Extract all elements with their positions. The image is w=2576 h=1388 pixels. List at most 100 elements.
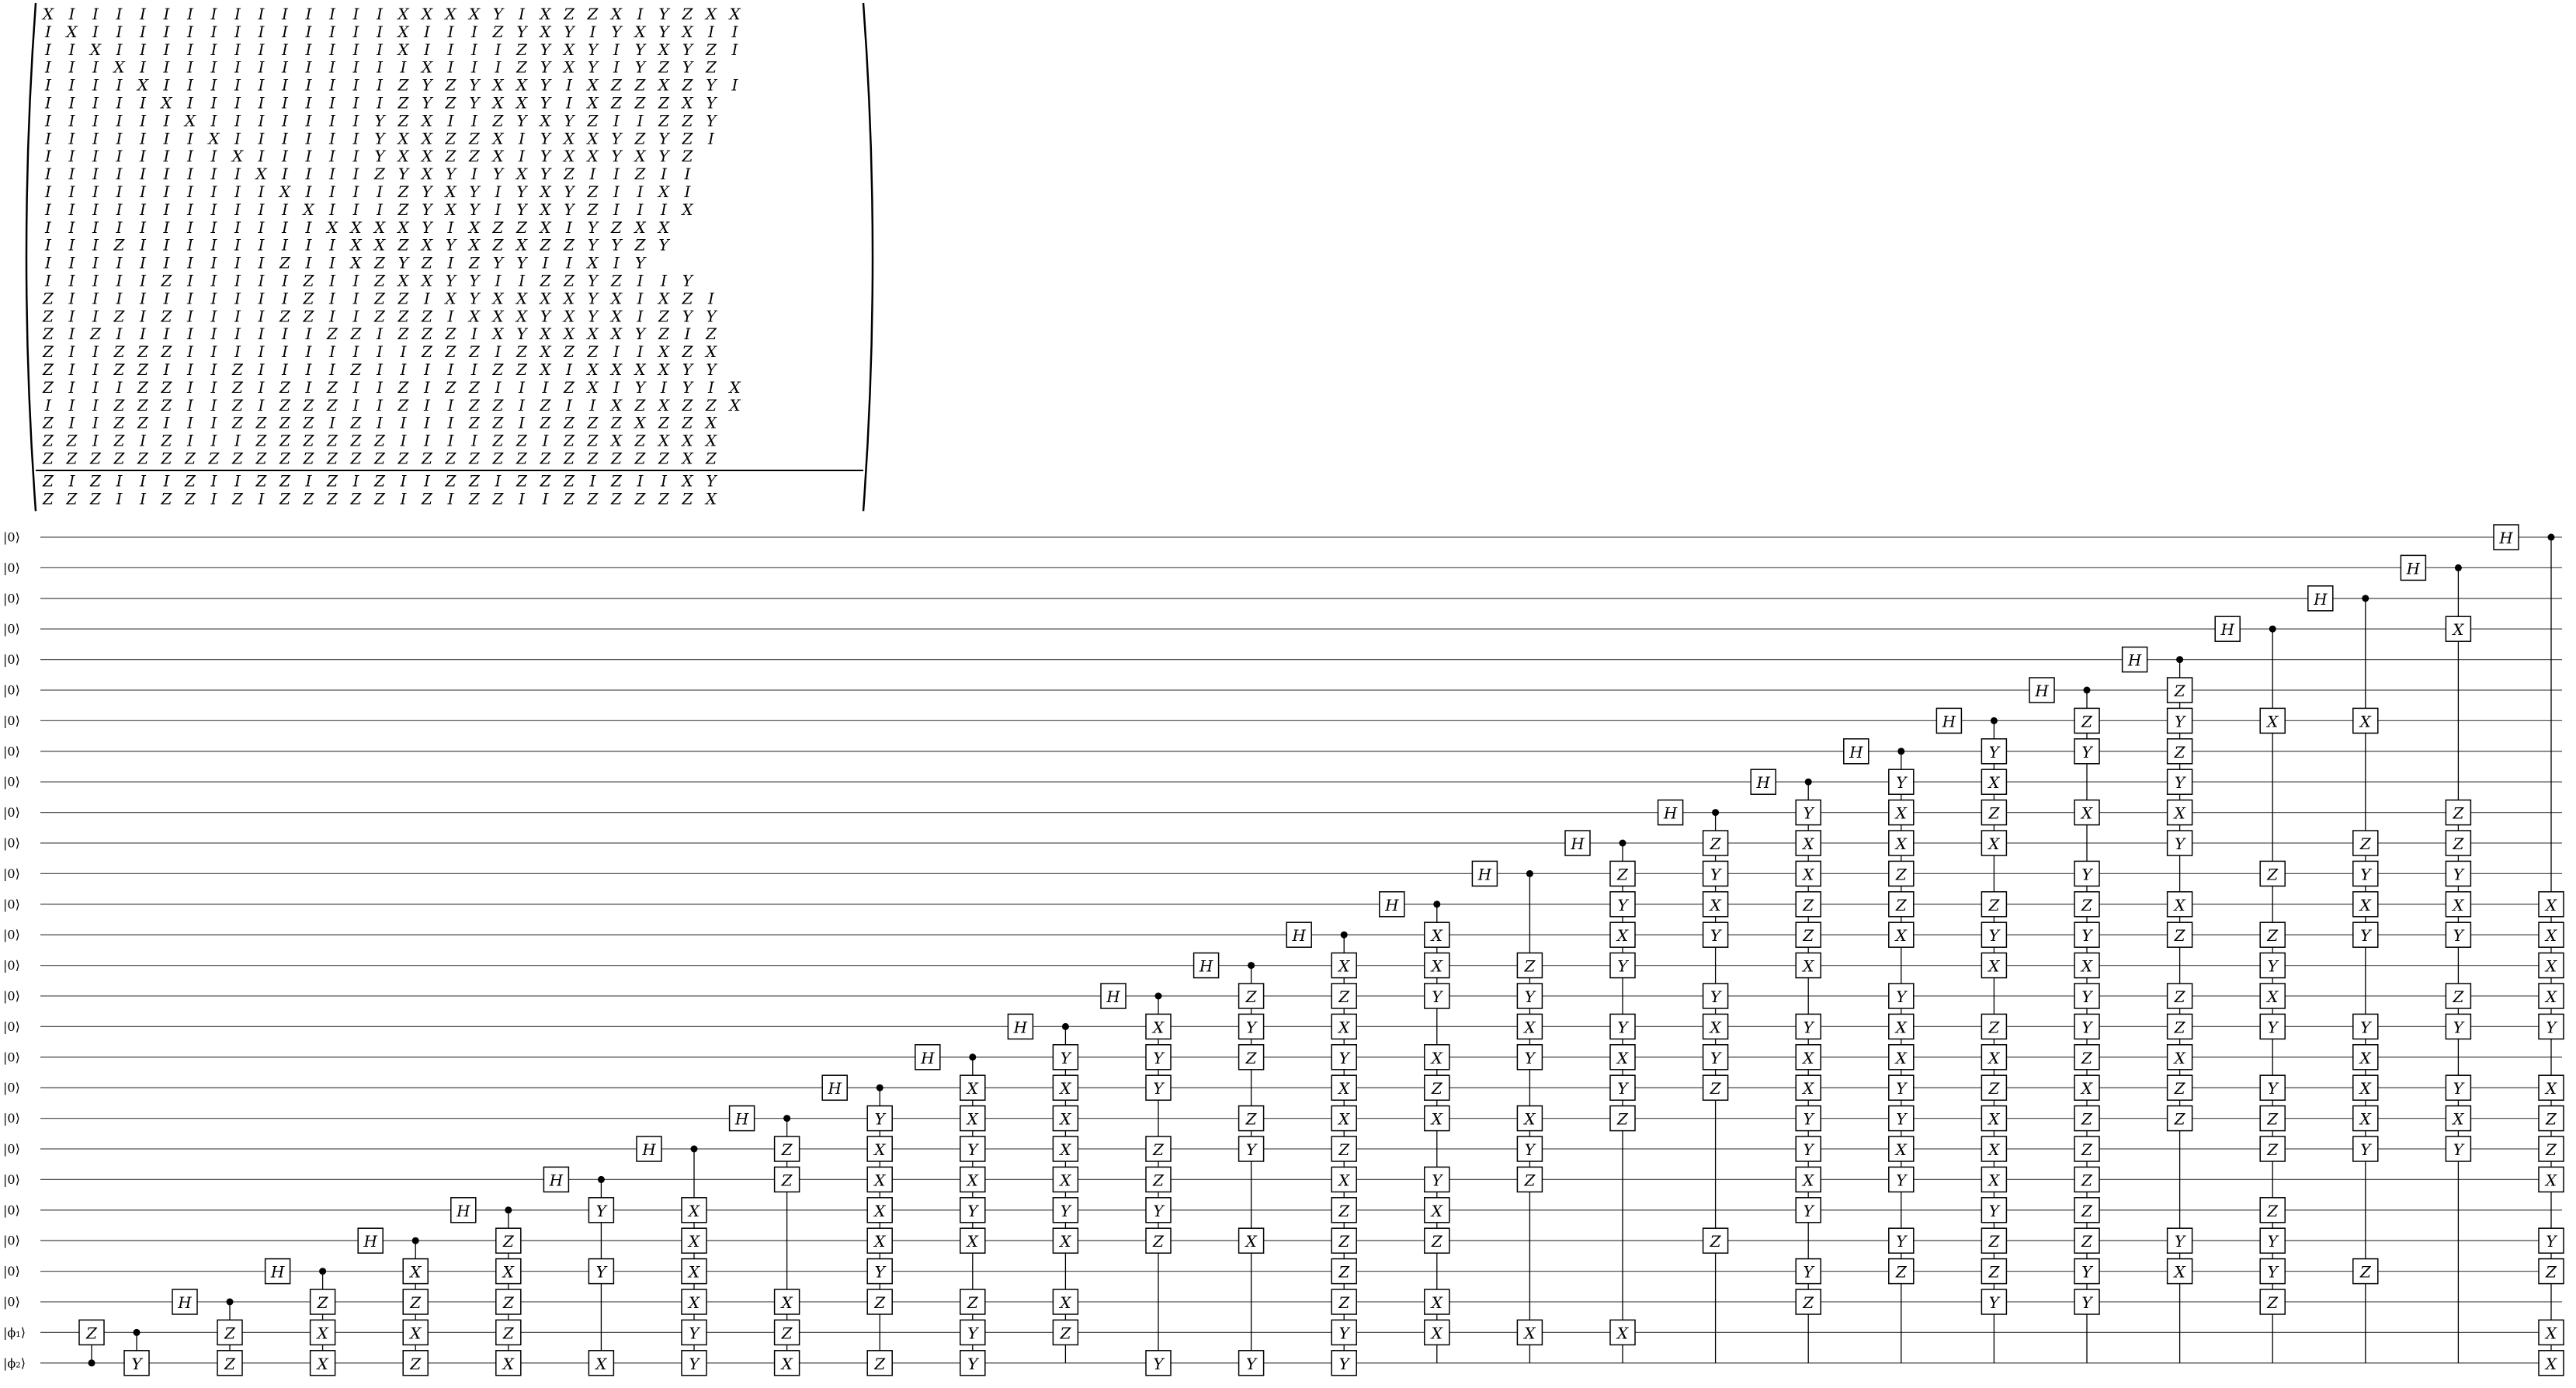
svg-text:Y: Y — [875, 1263, 887, 1282]
svg-text:X: X — [1987, 1140, 2000, 1159]
matrix-entry: I — [234, 218, 241, 237]
svg-text:Z: Z — [2359, 1263, 2372, 1282]
matrix-entry: X — [657, 342, 670, 361]
matrix-entry: I — [281, 40, 289, 59]
matrix-entry: Z — [161, 272, 173, 290]
matrix-entry: Z — [137, 360, 149, 379]
matrix-entry: I — [352, 200, 360, 219]
matrix-entry: Z — [563, 236, 575, 255]
pauli-gate: Y — [960, 1350, 986, 1376]
pauli-gate: X — [309, 1350, 336, 1376]
pauli-gate: Y — [2445, 1013, 2472, 1040]
svg-text:X: X — [1337, 1018, 1350, 1036]
svg-text:Z: Z — [1895, 865, 1908, 883]
matrix-entry: I — [186, 218, 194, 237]
matrix-entry: I — [660, 471, 668, 490]
matrix-entry: I — [565, 360, 573, 379]
svg-text:Z: Z — [2266, 1202, 2279, 1220]
matrix-entry: Z — [468, 414, 481, 432]
pauli-gate: X — [402, 1258, 429, 1285]
matrix-entry: Z — [137, 449, 149, 468]
pauli-gate: Z — [1424, 1227, 1450, 1254]
matrix-entry: Y — [398, 165, 410, 183]
matrix-entry: Z — [89, 324, 102, 343]
svg-text:Y: Y — [1710, 926, 1722, 945]
matrix-entry: X — [515, 94, 528, 113]
pauli-gate: Y — [681, 1350, 707, 1376]
svg-text:Z: Z — [781, 1140, 793, 1159]
matrix-entry: I — [234, 289, 241, 307]
matrix-entry: I — [234, 200, 241, 219]
matrix-entry: I — [44, 396, 52, 415]
matrix-entry: Z — [89, 489, 102, 508]
matrix-entry: Z — [303, 432, 315, 450]
matrix-entry: I — [258, 236, 266, 255]
matrix-entry: Z — [326, 432, 338, 450]
matrix-entry: I — [542, 432, 550, 450]
hadamard-gate: H — [450, 1197, 477, 1223]
svg-text:Y: Y — [1339, 1049, 1351, 1067]
svg-text:Z: Z — [2174, 1110, 2186, 1129]
pauli-gate: X — [1424, 1197, 1450, 1223]
matrix-entry: Y — [516, 23, 528, 41]
matrix-entry: Z — [161, 489, 173, 508]
matrix-entry: I — [305, 218, 313, 237]
svg-text:X: X — [1987, 957, 2000, 976]
svg-text:X: X — [1058, 1293, 1071, 1312]
svg-text:X: X — [1058, 1171, 1071, 1189]
svg-text:X: X — [2265, 987, 2279, 1006]
pauli-gate: Z — [2259, 1105, 2286, 1132]
pauli-gate: X — [2538, 983, 2564, 1009]
wire-ket-label: |0⟩ — [3, 866, 20, 881]
matrix-entry: I — [328, 414, 336, 432]
svg-text:X: X — [1430, 926, 1443, 945]
matrix-entry: X — [491, 147, 504, 165]
wire-ket-label: |0⟩ — [3, 622, 20, 637]
matrix-entry: X — [420, 129, 433, 147]
pauli-gate: X — [1888, 799, 1915, 826]
pauli-gate: X — [960, 1227, 986, 1254]
pauli-gate: X — [1424, 952, 1450, 979]
svg-text:Y: Y — [2081, 743, 2093, 762]
matrix-entry: I — [352, 94, 360, 113]
matrix-entry: Z — [303, 489, 315, 508]
hadamard-gate: H — [1379, 891, 1405, 918]
pauli-gate: Z — [2074, 707, 2100, 734]
svg-text:Z: Z — [1338, 1293, 1350, 1312]
svg-text:Z: Z — [2452, 804, 2464, 823]
pauli-gate: Z — [1331, 983, 1357, 1009]
pauli-gate: X — [1702, 1013, 1729, 1040]
matrix-entry: I — [423, 360, 431, 379]
matrix-entry: X — [538, 182, 551, 201]
svg-text:Y: Y — [967, 1324, 979, 1342]
matrix-entry: I — [565, 218, 573, 237]
pauli-gate: X — [2538, 1350, 2564, 1376]
matrix-entry: Z — [137, 396, 149, 415]
pauli-gate: X — [2352, 891, 2379, 918]
matrix-entry: I — [44, 218, 52, 237]
svg-text:Y: Y — [1989, 743, 2001, 762]
matrix-entry: X — [183, 111, 196, 130]
matrix-entry: I — [186, 396, 194, 415]
matrix-entry: Z — [492, 396, 505, 415]
svg-text:Z: Z — [873, 1355, 886, 1373]
matrix-entry: I — [328, 342, 336, 361]
matrix-entry: I — [281, 23, 289, 41]
svg-text:X: X — [408, 1263, 422, 1282]
matrix-entry: I — [139, 236, 147, 255]
wire-ket-label: |0⟩ — [3, 775, 20, 789]
matrix-entry: I — [139, 289, 147, 307]
svg-text:Z: Z — [2266, 1293, 2279, 1312]
matrix-entry: I — [68, 182, 76, 201]
matrix-entry: Z — [398, 200, 410, 219]
svg-text:X: X — [966, 1110, 979, 1129]
pauli-gate: Y — [681, 1319, 707, 1346]
matrix-entry: I — [684, 324, 692, 343]
matrix-entry: I — [186, 147, 194, 165]
matrix-entry: Z — [468, 129, 481, 147]
matrix-entry: Z — [326, 324, 338, 343]
matrix-entry: I — [281, 324, 289, 343]
matrix-entry: I — [328, 129, 336, 147]
matrix-entry: Z — [161, 449, 173, 468]
hadamard-gate: H — [821, 1074, 848, 1101]
